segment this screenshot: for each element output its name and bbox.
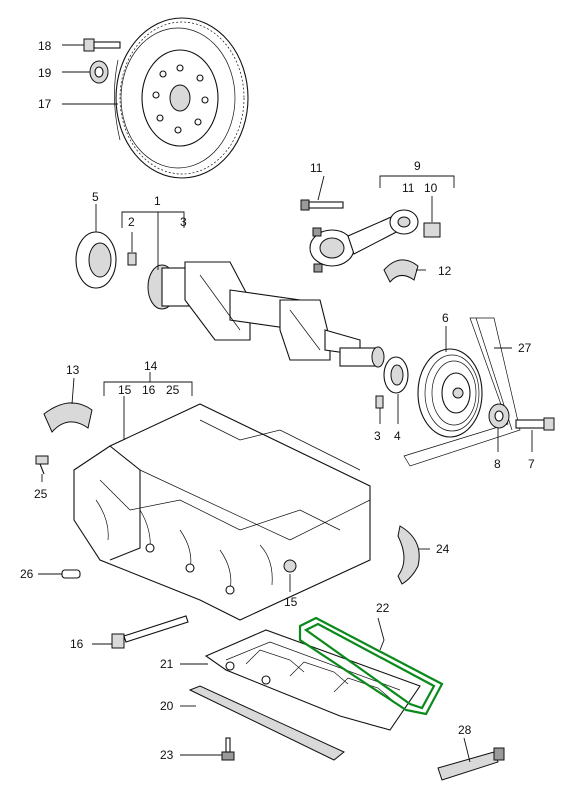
crankshaft[interactable] [147, 261, 385, 368]
sealant-tube[interactable] [437, 747, 505, 781]
dowel-pin[interactable] [375, 395, 384, 409]
callout-23: 23 [160, 748, 174, 762]
callout-6: 6 [442, 311, 449, 325]
callout-22: 22 [376, 601, 390, 615]
callout-15-group: 15 [118, 383, 132, 397]
conrod-bearing-shell[interactable] [383, 259, 419, 283]
callout-21: 21 [160, 657, 174, 671]
main-bearing-shell[interactable] [43, 402, 93, 433]
flywheel[interactable] [114, 17, 249, 179]
callout-10: 10 [424, 181, 438, 195]
leader-lines [38, 44, 533, 763]
callout-16-group: 16 [142, 383, 156, 397]
crankcase[interactable] [73, 403, 371, 621]
callout-28: 28 [458, 723, 472, 737]
mounting-screw[interactable] [221, 737, 235, 761]
crankcase-dowel[interactable] [283, 559, 297, 573]
dowel-sleeve[interactable] [61, 569, 81, 579]
callout-11-group: 11 [402, 181, 415, 195]
callout-7: 7 [528, 457, 535, 471]
callout-17: 17 [38, 97, 52, 111]
callout-20: 20 [160, 699, 174, 713]
callout-3: 3 [180, 215, 187, 229]
callout-26: 26 [20, 567, 34, 581]
callout-12: 12 [438, 264, 452, 278]
lower-crankcase-frame[interactable] [204, 629, 421, 731]
vibration-damper-pulley[interactable] [417, 348, 483, 438]
conrod-bolt[interactable] [300, 199, 344, 211]
callout-14: 14 [144, 359, 158, 373]
callout-27: 27 [518, 341, 532, 355]
thrust-washer[interactable] [397, 525, 420, 585]
callout-4: 4 [394, 429, 401, 443]
oil-pan-gasket[interactable] [298, 616, 444, 716]
callout-8: 8 [494, 457, 501, 471]
oil-jet-pin[interactable] [35, 455, 49, 475]
callout-1: 1 [154, 194, 161, 208]
callout-3-pin: 3 [374, 429, 381, 443]
callout-15: 15 [284, 595, 298, 609]
callout-25: 25 [34, 487, 48, 501]
callout-16: 16 [70, 637, 84, 651]
callout-labels: 18 19 17 5 1 2 3 11 9 11 10 12 6 27 13 1… [20, 39, 535, 762]
connecting-rod[interactable] [309, 209, 419, 273]
callout-11: 11 [310, 161, 323, 175]
front-seal[interactable] [383, 356, 409, 394]
pulley-bolt[interactable] [515, 417, 555, 431]
callout-13: 13 [66, 363, 80, 377]
small-end-bushing[interactable] [423, 222, 441, 238]
callout-2: 2 [128, 215, 135, 229]
crankcase-bolt[interactable] [111, 615, 189, 649]
flywheel-bolt[interactable] [83, 38, 121, 52]
callout-5: 5 [92, 190, 99, 204]
callout-9: 9 [414, 159, 421, 173]
callout-24: 24 [436, 542, 450, 556]
crankshaft-pin[interactable] [127, 252, 137, 266]
callout-18: 18 [38, 39, 52, 53]
callout-25-group: 25 [166, 383, 180, 397]
callout-19: 19 [38, 66, 52, 80]
sealing-strip[interactable] [188, 685, 345, 761]
pulley-washer[interactable] [488, 403, 510, 429]
rear-main-seal[interactable] [75, 231, 117, 289]
flywheel-washer[interactable] [89, 60, 109, 84]
